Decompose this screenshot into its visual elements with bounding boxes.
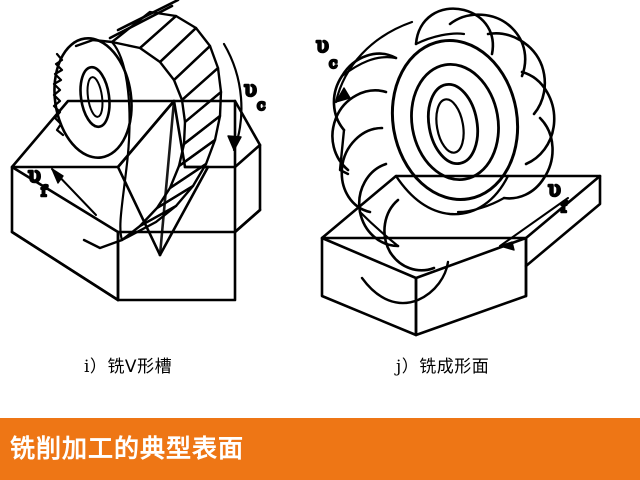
caption-row: i）铣V形槽 j）铣成形面 bbox=[0, 352, 640, 392]
caption-index-j: j） bbox=[396, 357, 420, 377]
figure-form-surface-milling: υ f bbox=[300, 0, 640, 345]
workpiece-formed-block bbox=[320, 174, 602, 337]
feed-direction-arrow-right bbox=[499, 197, 569, 251]
caption-index-i: i） bbox=[84, 357, 108, 377]
feed-speed-subscript: f bbox=[41, 182, 48, 200]
cutting-speed-subscript: c bbox=[257, 96, 265, 114]
banner-title: 铣削加工的典型表面 bbox=[10, 434, 245, 463]
rotation-direction-arrow-left bbox=[222, 42, 243, 152]
rotation-direction-arrow-right bbox=[334, 20, 414, 104]
figure-v-groove-milling: υ f bbox=[0, 0, 300, 345]
cutting-speed-label: υ bbox=[244, 77, 257, 101]
feed-direction-arrow-left bbox=[51, 168, 97, 216]
angle-milling-cutter bbox=[52, 0, 223, 250]
cutting-speed-label: υ bbox=[316, 33, 329, 57]
feed-speed-subscript: f bbox=[561, 198, 568, 216]
form-milling-cutter bbox=[331, 7, 556, 272]
title-banner: 铣削加工的典型表面 bbox=[0, 418, 640, 480]
caption-v-groove-milling: i）铣V形槽 bbox=[84, 352, 172, 377]
caption-form-surface-milling: j）铣成形面 bbox=[396, 352, 489, 377]
figure-area: υ f bbox=[0, 0, 640, 345]
feed-speed-label: υ bbox=[28, 163, 41, 187]
caption-text-i: 铣V形槽 bbox=[107, 357, 173, 377]
cutting-speed-subscript: c bbox=[329, 54, 337, 72]
workpiece-v-groove-block bbox=[10, 99, 262, 302]
feed-speed-label: υ bbox=[548, 177, 561, 201]
caption-text-j: 铣成形面 bbox=[419, 357, 490, 377]
